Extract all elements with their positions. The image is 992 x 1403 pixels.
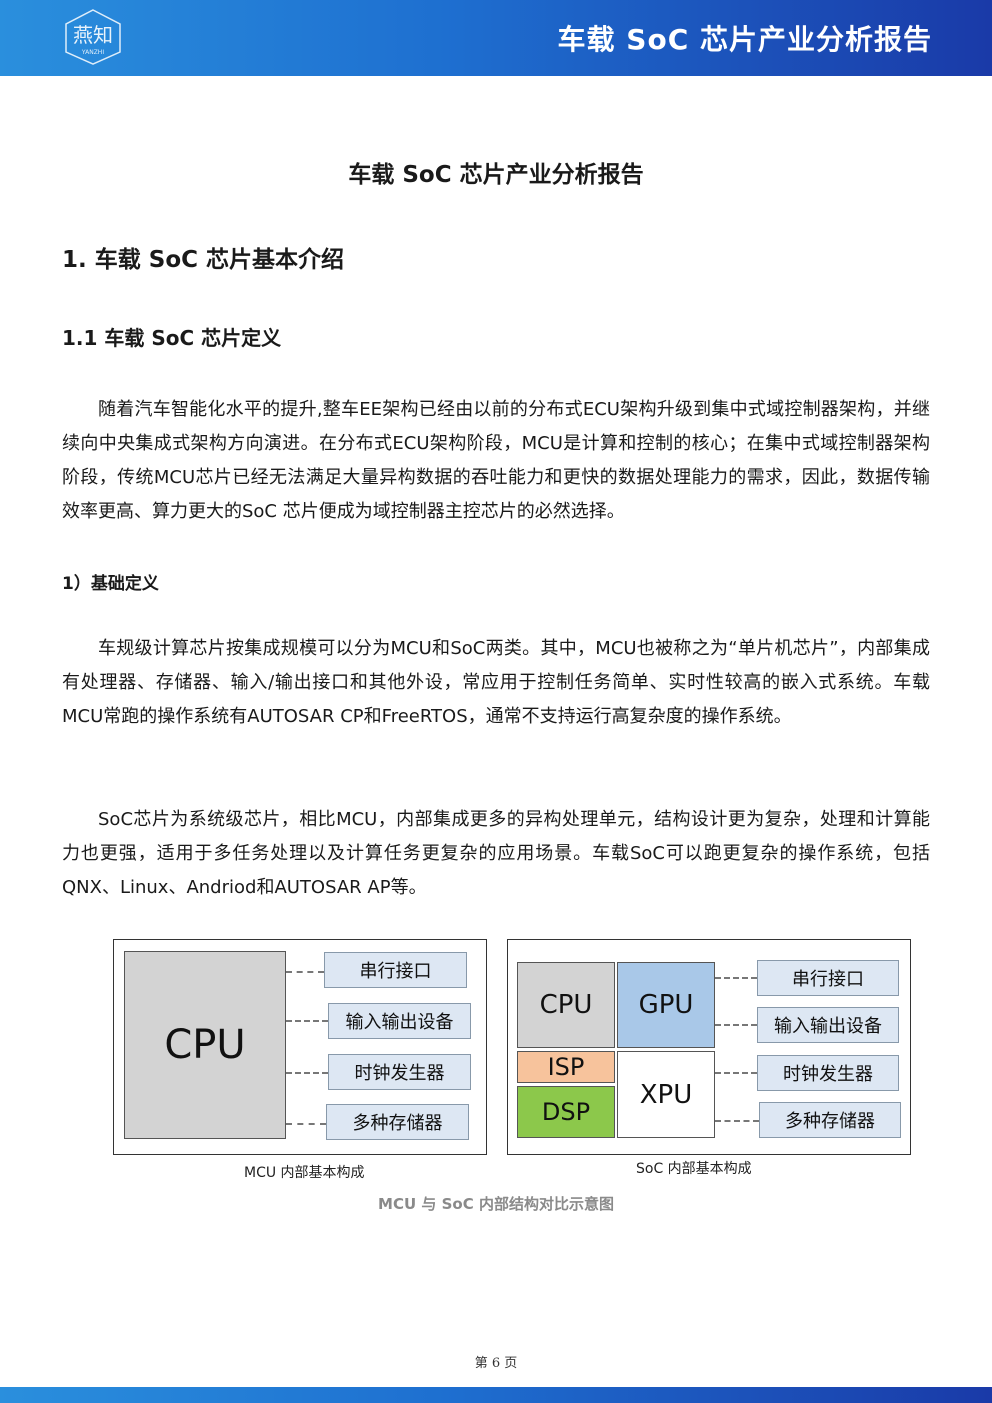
svg-text:燕知: 燕知: [73, 23, 113, 47]
soc-xpu-block: XPU: [617, 1051, 715, 1138]
paragraph-1: 随着汽车智能化水平的提升,整车EE架构已经由以前的分布式ECU架构升级到集中式域…: [62, 399, 930, 522]
mcu-serial-interface: 串行接口: [324, 952, 467, 988]
connector-line: [715, 1024, 757, 1026]
page-number: 第 6 页: [474, 1356, 518, 1371]
connector-line: [715, 1072, 757, 1074]
mcu-io-device: 输入输出设备: [328, 1003, 471, 1039]
mcu-memory: 多种存储器: [326, 1104, 469, 1140]
soc-gpu-block: GPU: [617, 962, 715, 1048]
mcu-diagram: CPU 串行接口 输入输出设备 时钟发生器 多种存储器: [113, 939, 487, 1155]
soc-diagram: CPU GPU ISP DSP XPU 串行接口 输入输出设备 时钟发生器 多种…: [507, 939, 911, 1155]
footer-bar: [0, 1387, 992, 1403]
soc-io-device: 输入输出设备: [757, 1007, 899, 1043]
soc-dsp-block: DSP: [517, 1086, 615, 1138]
connector-line: [286, 1072, 328, 1074]
soc-isp-block: ISP: [517, 1051, 615, 1083]
soc-serial-interface: 串行接口: [757, 960, 899, 996]
connector-line: [715, 1120, 759, 1122]
connector-line: [286, 971, 324, 973]
connector-line: [286, 1123, 326, 1125]
header-title: 车载 SoC 芯片产业分析报告: [557, 23, 932, 56]
subsection-heading-basic-definition: 1）基础定义: [62, 574, 159, 594]
soc-diagram-caption: SoC 内部基本构成: [636, 1161, 752, 1177]
svg-text:YANZHI: YANZHI: [81, 49, 104, 56]
figure-caption: MCU 与 SoC 内部结构对比示意图: [378, 1195, 614, 1213]
soc-memory: 多种存储器: [759, 1102, 901, 1138]
soc-cpu-block: CPU: [517, 962, 615, 1048]
connector-line: [715, 977, 757, 979]
paragraph-2: 车规级计算芯片按集成规模可以分为MCU和SoC两类。其中，MCU也被称之为“单片…: [62, 638, 930, 727]
mcu-diagram-caption: MCU 内部基本构成: [244, 1165, 365, 1181]
section-heading-1: 1. 车载 SoC 芯片基本介绍: [62, 247, 345, 273]
paragraph-3: SoC芯片为系统级芯片，相比MCU，内部集成更多的异构处理单元，结构设计更为复杂…: [62, 809, 930, 898]
mcu-cpu-block: CPU: [124, 951, 286, 1139]
document-title: 车载 SoC 芯片产业分析报告: [348, 162, 644, 188]
yanzhi-logo: 燕知 YANZHI: [65, 9, 121, 65]
section-heading-1-1: 1.1 车载 SoC 芯片定义: [62, 326, 282, 350]
soc-clock-generator: 时钟发生器: [757, 1055, 899, 1091]
mcu-clock-generator: 时钟发生器: [328, 1054, 471, 1090]
connector-line: [286, 1020, 328, 1022]
page-header: 燕知 YANZHI 车载 SoC 芯片产业分析报告: [0, 0, 992, 76]
